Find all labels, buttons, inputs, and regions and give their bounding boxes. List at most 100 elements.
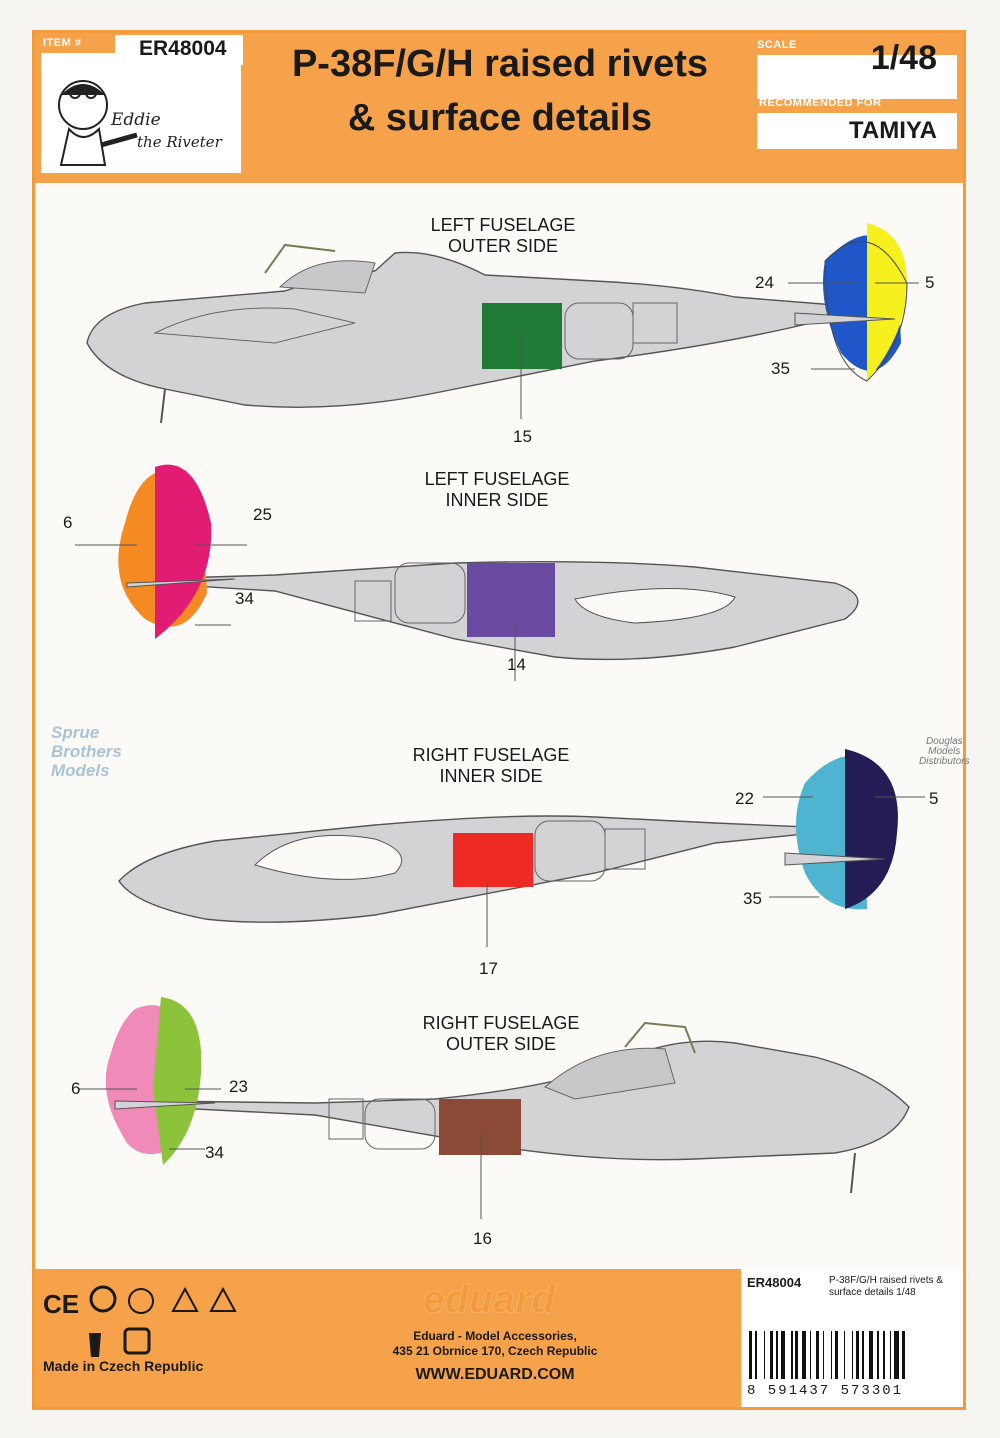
barcode-bar (856, 1331, 860, 1379)
no-litter-icon (89, 1333, 101, 1357)
barcode-bar (780, 1331, 786, 1379)
view2-caption-line1: LEFT FUSELAGE (424, 469, 570, 489)
mascot-box: Eddie the Riveter (41, 53, 241, 173)
view4-caption: RIGHT FUSELAGE OUTER SIDE (391, 1013, 611, 1055)
view1-label-right: 5 (925, 273, 935, 292)
barcode-bar (877, 1331, 879, 1379)
mascot-logo: Eddie the Riveter (58, 80, 223, 166)
scale-box (757, 55, 957, 99)
barcode-bar (816, 1331, 820, 1379)
watermark-right-2: Models (928, 746, 961, 757)
view4-caption-line1: RIGHT FUSELAGE (422, 1013, 580, 1033)
view4-label-bottom: 34 (205, 1143, 224, 1162)
barcode-bar (776, 1331, 778, 1379)
view3-caption-line2: INNER SIDE (439, 766, 543, 786)
barcode-description: P-38F/G/H raised rivets & surface detail… (829, 1275, 943, 1298)
view3-caption: RIGHT FUSELAGE INNER SIDE (381, 745, 601, 787)
barcode-bar (801, 1331, 807, 1379)
barcode-bar (843, 1331, 846, 1379)
watermark-left-1: Sprue (51, 723, 100, 742)
watermark-left-2: Brothers (51, 742, 122, 761)
barcode-bar (902, 1331, 906, 1379)
view1-caption-line2: OUTER SIDE (447, 236, 558, 256)
view1-caption-line1: LEFT FUSELAGE (430, 215, 576, 235)
part-14-purple (467, 563, 555, 637)
view3-label-bottom: 35 (743, 889, 762, 908)
item-code-box (115, 35, 243, 65)
view1-label-top: 24 (755, 273, 774, 292)
barcode-bar (770, 1331, 774, 1379)
part-17-red (453, 833, 533, 887)
barcode-digits: 8 591437 573301 (747, 1383, 904, 1399)
barcode-item-code: ER48004 (747, 1275, 802, 1290)
barcode-bar (809, 1331, 812, 1379)
view4-caption-line2: OUTER SIDE (445, 1034, 556, 1054)
barcode-bar (763, 1331, 766, 1379)
address-line-1: Eduard - Model Accessories, (413, 1329, 577, 1343)
barcode-bar (883, 1331, 885, 1379)
barcode-bar (830, 1331, 833, 1379)
page-title: P-38F/G/H raised rivets & surface detail… (260, 37, 740, 145)
barcode-bar (791, 1331, 793, 1379)
part-15-green (482, 303, 562, 369)
view2-part-number: 14 (507, 655, 526, 674)
part-16-brown (439, 1099, 521, 1155)
barcode-bar (835, 1331, 839, 1379)
view4-drawing (79, 997, 910, 1219)
barcode-bar (893, 1331, 899, 1379)
header-band: ITEM # Eddie the Riveter ER48004 P-38F/G… (35, 33, 963, 183)
item-label: ITEM # (43, 37, 82, 49)
view3-label-right: 5 (929, 789, 939, 808)
recommended-box (757, 113, 957, 149)
barcode-bar (862, 1331, 864, 1379)
view1-part-number: 15 (513, 427, 532, 446)
company-address: Eduard - Model Accessories, 435 21 Obrni… (375, 1329, 615, 1359)
view3-part-number: 17 (479, 959, 498, 978)
barcode-bar (749, 1331, 753, 1379)
barcode-bar (755, 1331, 757, 1379)
ldpe-icon (171, 1286, 199, 1312)
view4-part-number: 16 (473, 1229, 492, 1248)
watermark-left-3: Models (51, 761, 110, 780)
scale-label: SCALE (757, 39, 797, 51)
view3-caption-line1: RIGHT FUSELAGE (412, 745, 570, 765)
view3-label-top: 22 (735, 789, 754, 808)
ce-mark-icon: CE (43, 1289, 80, 1319)
view3-drawing (118, 749, 925, 947)
title-line-1: P-38F/G/H raised rivets (291, 43, 709, 85)
mascot-text-2: the Riveter (137, 133, 223, 151)
view2-label-left: 6 (63, 513, 73, 532)
recommended-label: RECOMMENDED FOR (759, 97, 882, 109)
view2-drawing (75, 464, 859, 681)
view2-label-right: 25 (253, 505, 272, 524)
barcode (749, 1331, 955, 1379)
watermark-left: Sprue Brothers Models (51, 723, 122, 780)
barcode-bar (889, 1331, 892, 1379)
eko-kom-icon (128, 1288, 154, 1314)
scale-value: 1/48 (870, 39, 937, 77)
barcode-bar (851, 1331, 854, 1379)
instruction-sheet: ITEM # Eddie the Riveter ER48004 P-38F/G… (32, 30, 970, 1410)
view4-label-left: 6 (71, 1079, 81, 1098)
view1-caption: LEFT FUSELAGE OUTER SIDE (393, 215, 613, 257)
pap-icon (209, 1286, 237, 1312)
title-line-2: & surface details (347, 97, 653, 139)
barcode-bar (868, 1331, 874, 1379)
recycling-icons (89, 1285, 237, 1357)
view1-drawing (86, 223, 919, 424)
recommended-value: TAMIYA (848, 117, 937, 144)
recycle-icon (89, 1285, 117, 1313)
brand-logo: eduard (423, 1279, 556, 1321)
address-line-2: 435 21 Obrnice 170, Czech Republic (392, 1344, 598, 1358)
landbell-icon (123, 1327, 151, 1355)
view2-caption-line2: INNER SIDE (445, 490, 549, 510)
website-link[interactable]: WWW.EDUARD.COM (415, 1366, 575, 1383)
barcode-bar (795, 1331, 799, 1379)
view1-label-bottom: 35 (771, 359, 790, 378)
watermark-right-3: Distributors (919, 756, 970, 767)
barcode-box: ER48004 P-38F/G/H raised rivets & surfac… (741, 1269, 963, 1407)
view4-label-right: 23 (229, 1077, 248, 1096)
item-code: ER48004 (139, 37, 227, 60)
view2-label-bottom: 34 (235, 589, 254, 608)
mascot-text-1: Eddie (110, 110, 161, 130)
